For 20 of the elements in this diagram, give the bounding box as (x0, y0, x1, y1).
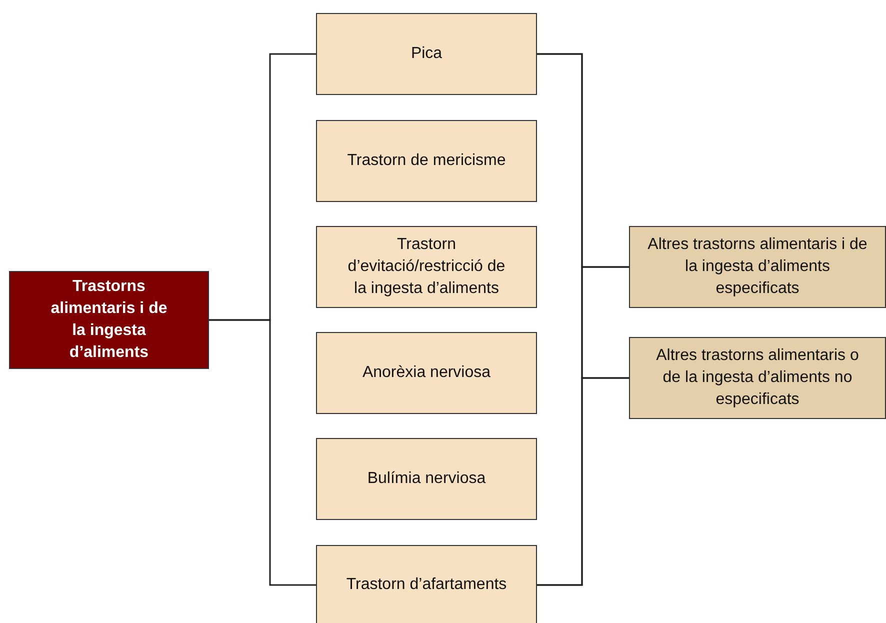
box-label: Altres trastorns alimentaris o de la ingesta d’aliments no especificats (655, 346, 860, 410)
connector-line (537, 377, 629, 586)
connector-line (209, 319, 316, 586)
box-label: Trastorn de mericisme (347, 151, 506, 171)
box-label: Trastorns alimentaris i de la ingesta d’aliments (50, 277, 168, 363)
disorder-box (316, 120, 537, 202)
disorder-box (316, 332, 537, 414)
box-label: Pica (410, 44, 442, 64)
disorder-box (629, 226, 886, 308)
disorder-box (316, 13, 537, 95)
disorder-box (629, 337, 886, 419)
category-box (9, 271, 209, 369)
box-label: Bulímia nerviosa (367, 469, 486, 489)
box-label: Trastorn d’afartaments (346, 575, 507, 595)
disorder-box (316, 545, 537, 623)
box-label: Anorèxia nerviosa (362, 363, 491, 383)
disorder-box (316, 226, 537, 308)
box-label: Altres trastorns alimentaris i de la ingesta d’aliments especificats (646, 235, 868, 299)
disorder-box (316, 438, 537, 520)
box-label: Trastorn d’evitació/restricció de la ingesta d’aliments (346, 235, 506, 299)
